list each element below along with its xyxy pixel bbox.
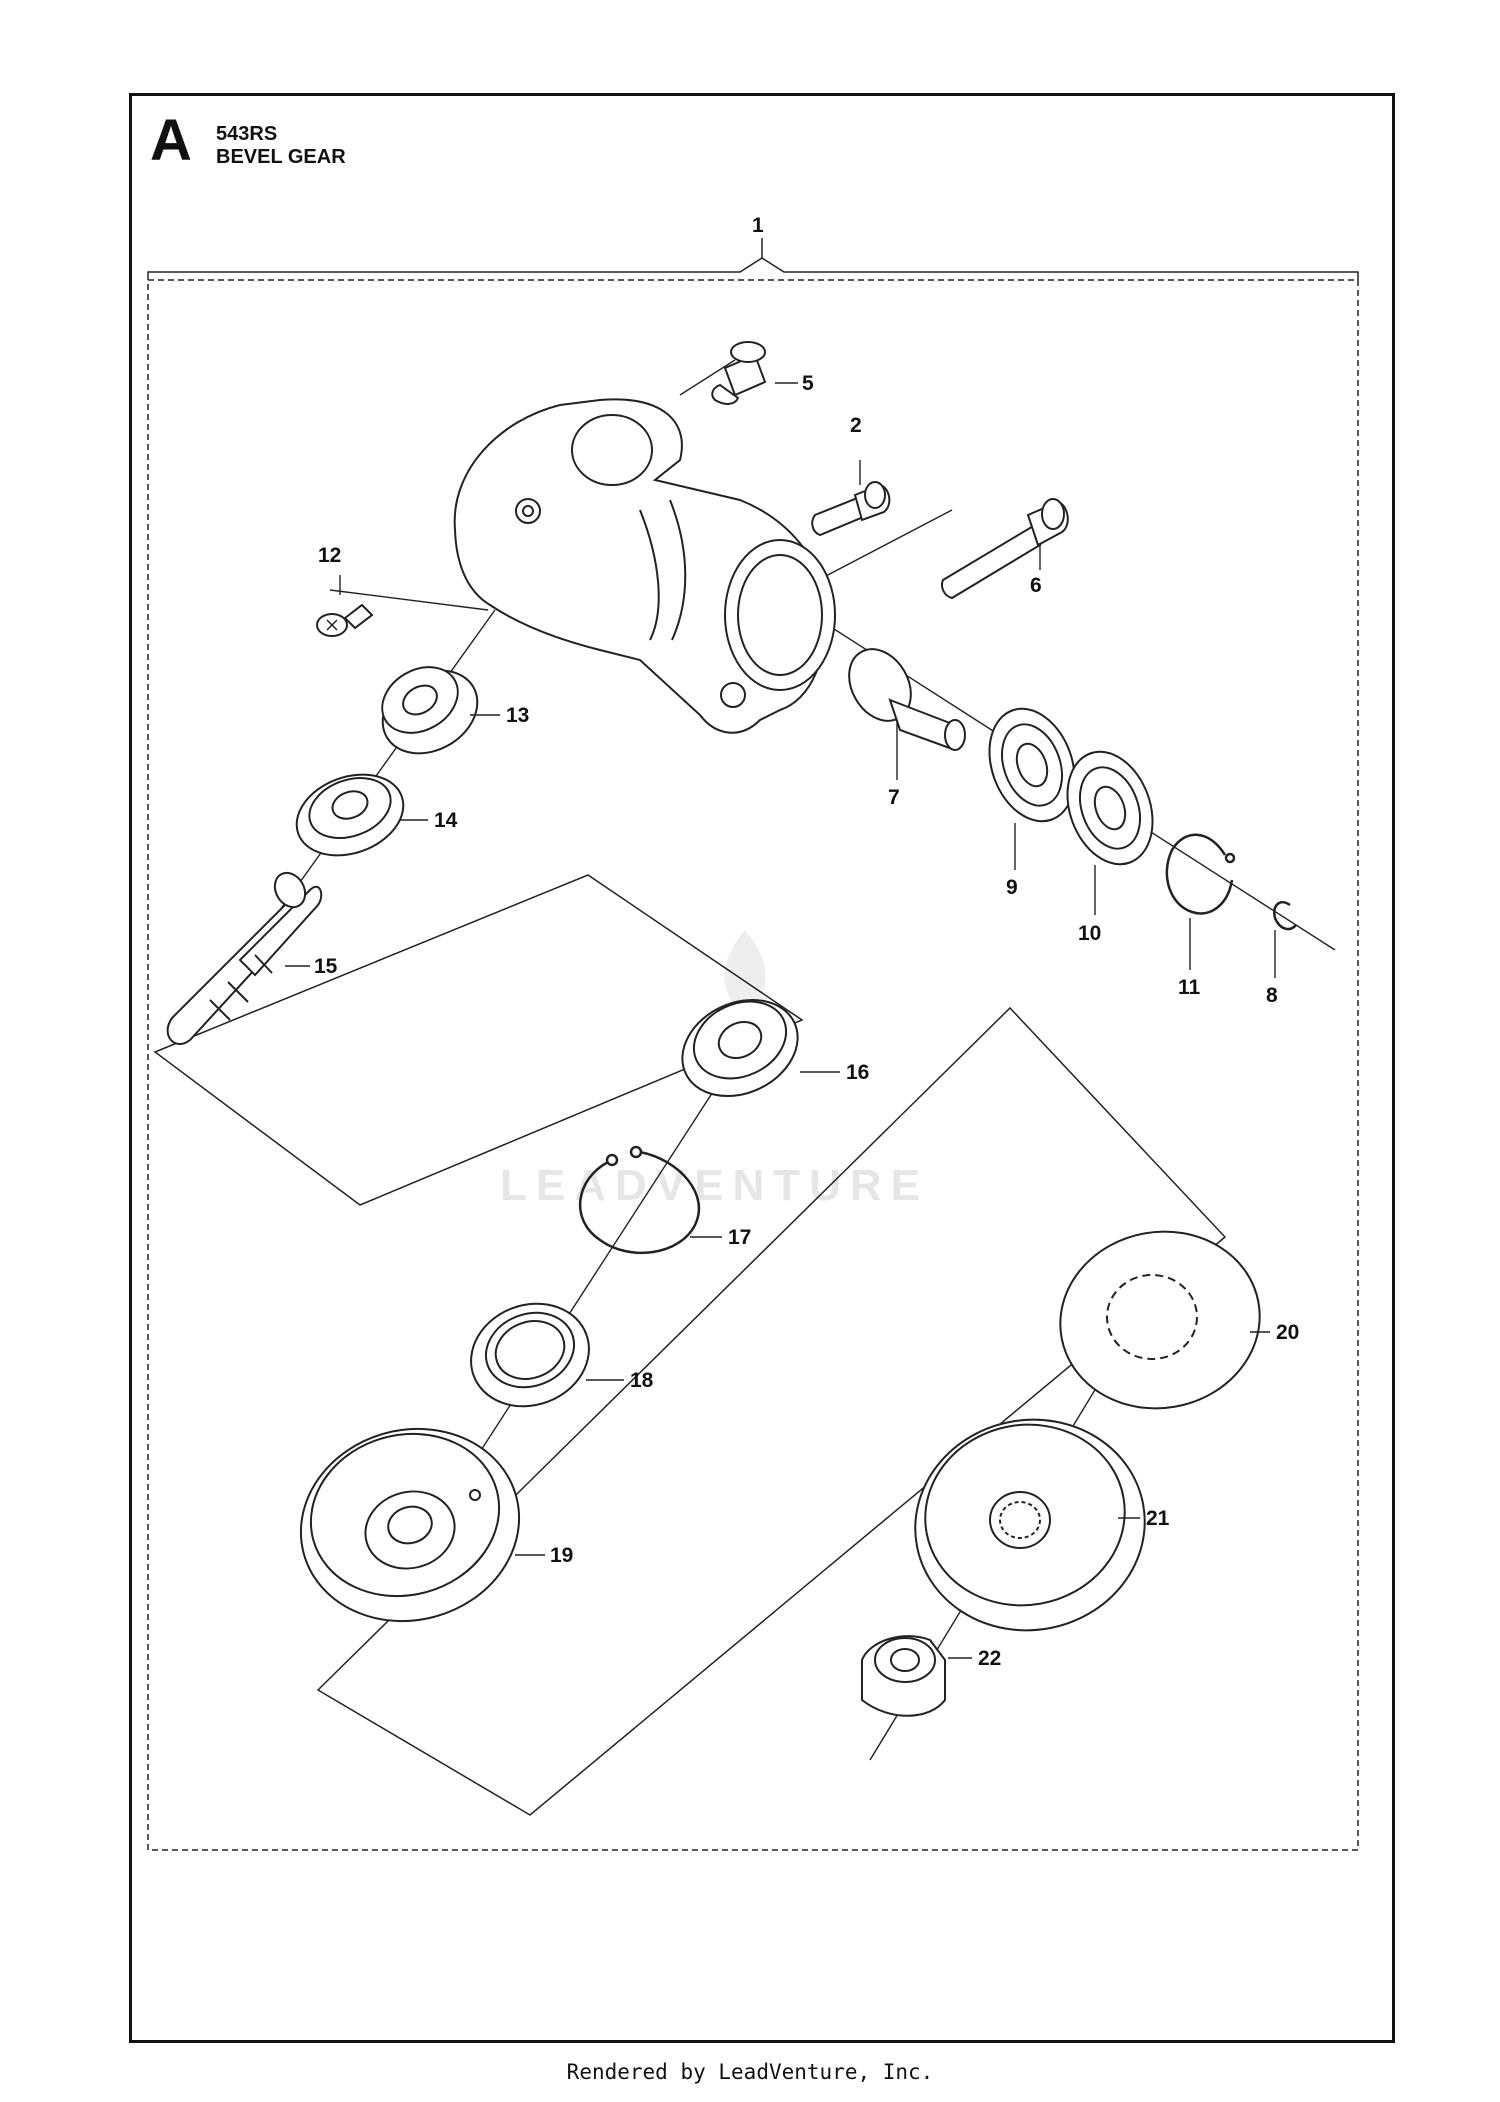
part-ring-17 — [578, 1145, 701, 1255]
assembly-boundary — [147, 279, 1359, 1851]
part-cover-19 — [299, 1427, 521, 1623]
callout-6: 6 — [1030, 574, 1042, 597]
group-outline-right — [316, 1006, 1227, 1816]
watermark-text: LEADVENTURE — [500, 1161, 929, 1210]
part-washer-14 — [295, 773, 405, 857]
callout-14: 14 — [434, 809, 458, 832]
callout-10: 10 — [1078, 922, 1101, 945]
callout-7: 7 — [888, 786, 900, 809]
diagram-frame — [129, 93, 1395, 2043]
part-screw-12 — [316, 603, 374, 637]
callout-21: 21 — [1146, 1507, 1170, 1530]
gear-housing — [453, 398, 836, 734]
model-number: 543RS — [216, 123, 278, 145]
callout-13: 13 — [506, 704, 529, 727]
callout-15: 15 — [314, 955, 338, 978]
part-disc-21 — [914, 1418, 1146, 1632]
group-outline-left — [153, 874, 804, 1206]
part-bushing-7 — [848, 648, 966, 752]
part-bolt-6 — [941, 498, 1069, 600]
render-credit: Rendered by LeadVenture, Inc. — [566, 2060, 934, 2084]
assembly-bracket — [147, 257, 1359, 280]
callout-2: 2 — [850, 414, 862, 437]
part-bearing-13 — [381, 666, 479, 755]
part-nut-22 — [861, 1635, 946, 1717]
callout-17: 17 — [728, 1226, 751, 1249]
part-screw-2 — [811, 481, 891, 537]
callout-5: 5 — [802, 372, 814, 395]
part-bearing-10 — [1066, 750, 1154, 866]
callout-1: 1 — [752, 214, 764, 237]
diagram-title: BEVEL GEAR — [216, 146, 346, 168]
part-bearing-16 — [681, 998, 799, 1098]
part-washer-20 — [1059, 1230, 1261, 1410]
callout-11: 11 — [1178, 976, 1201, 999]
part-circlip-11 — [1165, 833, 1236, 915]
callout-9: 9 — [1006, 876, 1018, 899]
part-eclip-8 — [1273, 901, 1297, 931]
watermark: LEADVENTURE — [500, 930, 929, 1210]
callout-19: 19 — [550, 1544, 573, 1567]
callout-18: 18 — [630, 1369, 654, 1392]
section-letter: A — [150, 108, 192, 173]
callout-22: 22 — [978, 1647, 1001, 1670]
part-screw-5 — [711, 341, 767, 405]
part-shaft-15 — [166, 871, 323, 1046]
part-seal-18 — [470, 1302, 590, 1408]
callout-20: 20 — [1276, 1321, 1299, 1344]
callout-16: 16 — [846, 1061, 869, 1084]
callout-8: 8 — [1266, 984, 1278, 1007]
callouts: 1 2 5 6 7 8 9 10 11 12 13 14 15 16 17 18… — [314, 214, 1299, 1670]
callout-12: 12 — [318, 544, 341, 567]
part-bearing-9 — [988, 707, 1076, 823]
